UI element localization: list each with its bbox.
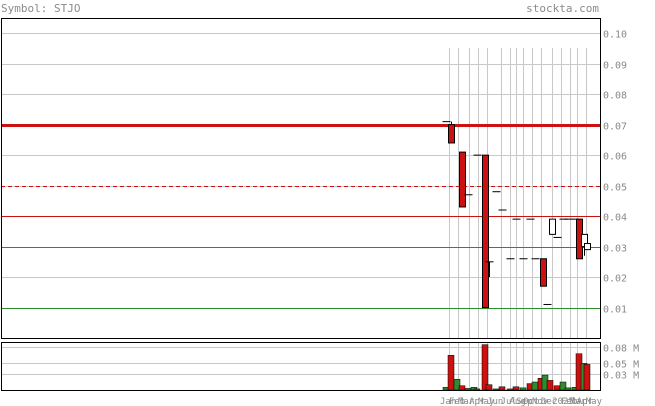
- time-tick-label: Jul: [501, 397, 517, 406]
- time-tick-label: 2025: [552, 397, 574, 406]
- volume-panel-frame: [1, 342, 601, 391]
- price-tick-label: 0.05: [603, 183, 627, 194]
- time-tick-label: Aug: [510, 397, 526, 406]
- volume-bar: [583, 364, 591, 391]
- price-tick-label: 0.10: [603, 30, 627, 41]
- volume-bar: [447, 355, 455, 391]
- price-tick-label: 0.04: [603, 213, 627, 224]
- price-tick-label: 0.01: [603, 305, 627, 316]
- volume-tick-label: 0.03 M: [603, 371, 639, 382]
- price-axis-ticks: 0.10 0.09 0.08 0.07 0.06 0.05 0.04 0.03 0.02 0.01: [603, 30, 627, 316]
- time-tick-label: Sep: [516, 397, 532, 406]
- time-tick-label: Oct: [523, 397, 539, 406]
- symbol-label: Symbol: STJO: [1, 2, 80, 15]
- price-tick-label: 0.08: [603, 91, 627, 102]
- site-label: stockta.com: [526, 2, 599, 15]
- time-tick-label: Jun: [487, 397, 503, 406]
- time-tick-label: Mar: [458, 397, 475, 406]
- volume-axis-ticks: 0.08 M 0.05 M0.03 M: [603, 344, 639, 382]
- time-tick-label: Mar: [570, 397, 587, 406]
- volume-tick-label: 0.05 M: [603, 360, 639, 371]
- volume-bar: [512, 386, 520, 391]
- time-axis-ticks: JanFebMarAprMayJunJulAugSepOctNovDec2025…: [440, 397, 603, 406]
- volume-bar: [481, 344, 489, 391]
- candle-body: [459, 151, 466, 208]
- volume-bar: [458, 385, 466, 391]
- time-tick-label: Nov: [532, 397, 548, 406]
- candle-body: [482, 154, 489, 309]
- candle-body: [540, 258, 547, 287]
- volume-bar: [473, 388, 481, 391]
- volume-bar: [492, 388, 500, 391]
- candle-body: [549, 218, 556, 235]
- price-tick-label: 0.02: [603, 274, 627, 285]
- time-tick-label: Feb: [561, 397, 577, 406]
- volume-tick-label: 0.08 M: [603, 344, 639, 355]
- time-tick-label: Jan: [440, 397, 456, 406]
- volume-bar: [546, 380, 554, 391]
- time-tick-label: Apr: [469, 397, 486, 406]
- price-panel-frame: [1, 18, 601, 339]
- price-tick-label: 0.06: [603, 152, 627, 163]
- candle-body: [584, 243, 591, 251]
- time-tick-label: Feb: [449, 397, 465, 406]
- volume-bar: [519, 387, 527, 391]
- time-tick-label: May: [478, 397, 495, 406]
- time-tick-label: Dec: [541, 397, 557, 406]
- price-tick-label: 0.07: [603, 122, 627, 133]
- volume-bar: [485, 384, 493, 391]
- price-tick-label: 0.03: [603, 244, 627, 255]
- volume-bar: [464, 388, 472, 391]
- volume-bar: [506, 388, 514, 391]
- candle-body: [448, 124, 455, 144]
- volume-bar: [531, 381, 539, 391]
- volume-gridlines: [1, 347, 600, 375]
- support-resistance-lines: [1, 124, 600, 309]
- price-tick-label: 0.09: [603, 61, 627, 72]
- price-candles: [442, 121, 591, 309]
- volume-bar: [564, 387, 572, 391]
- time-gridlines: [449, 48, 587, 390]
- time-tick-label: Apr: [577, 397, 594, 406]
- volume-bar: [553, 385, 561, 391]
- volume-bar: [498, 386, 506, 391]
- time-tick-label: May: [586, 397, 603, 406]
